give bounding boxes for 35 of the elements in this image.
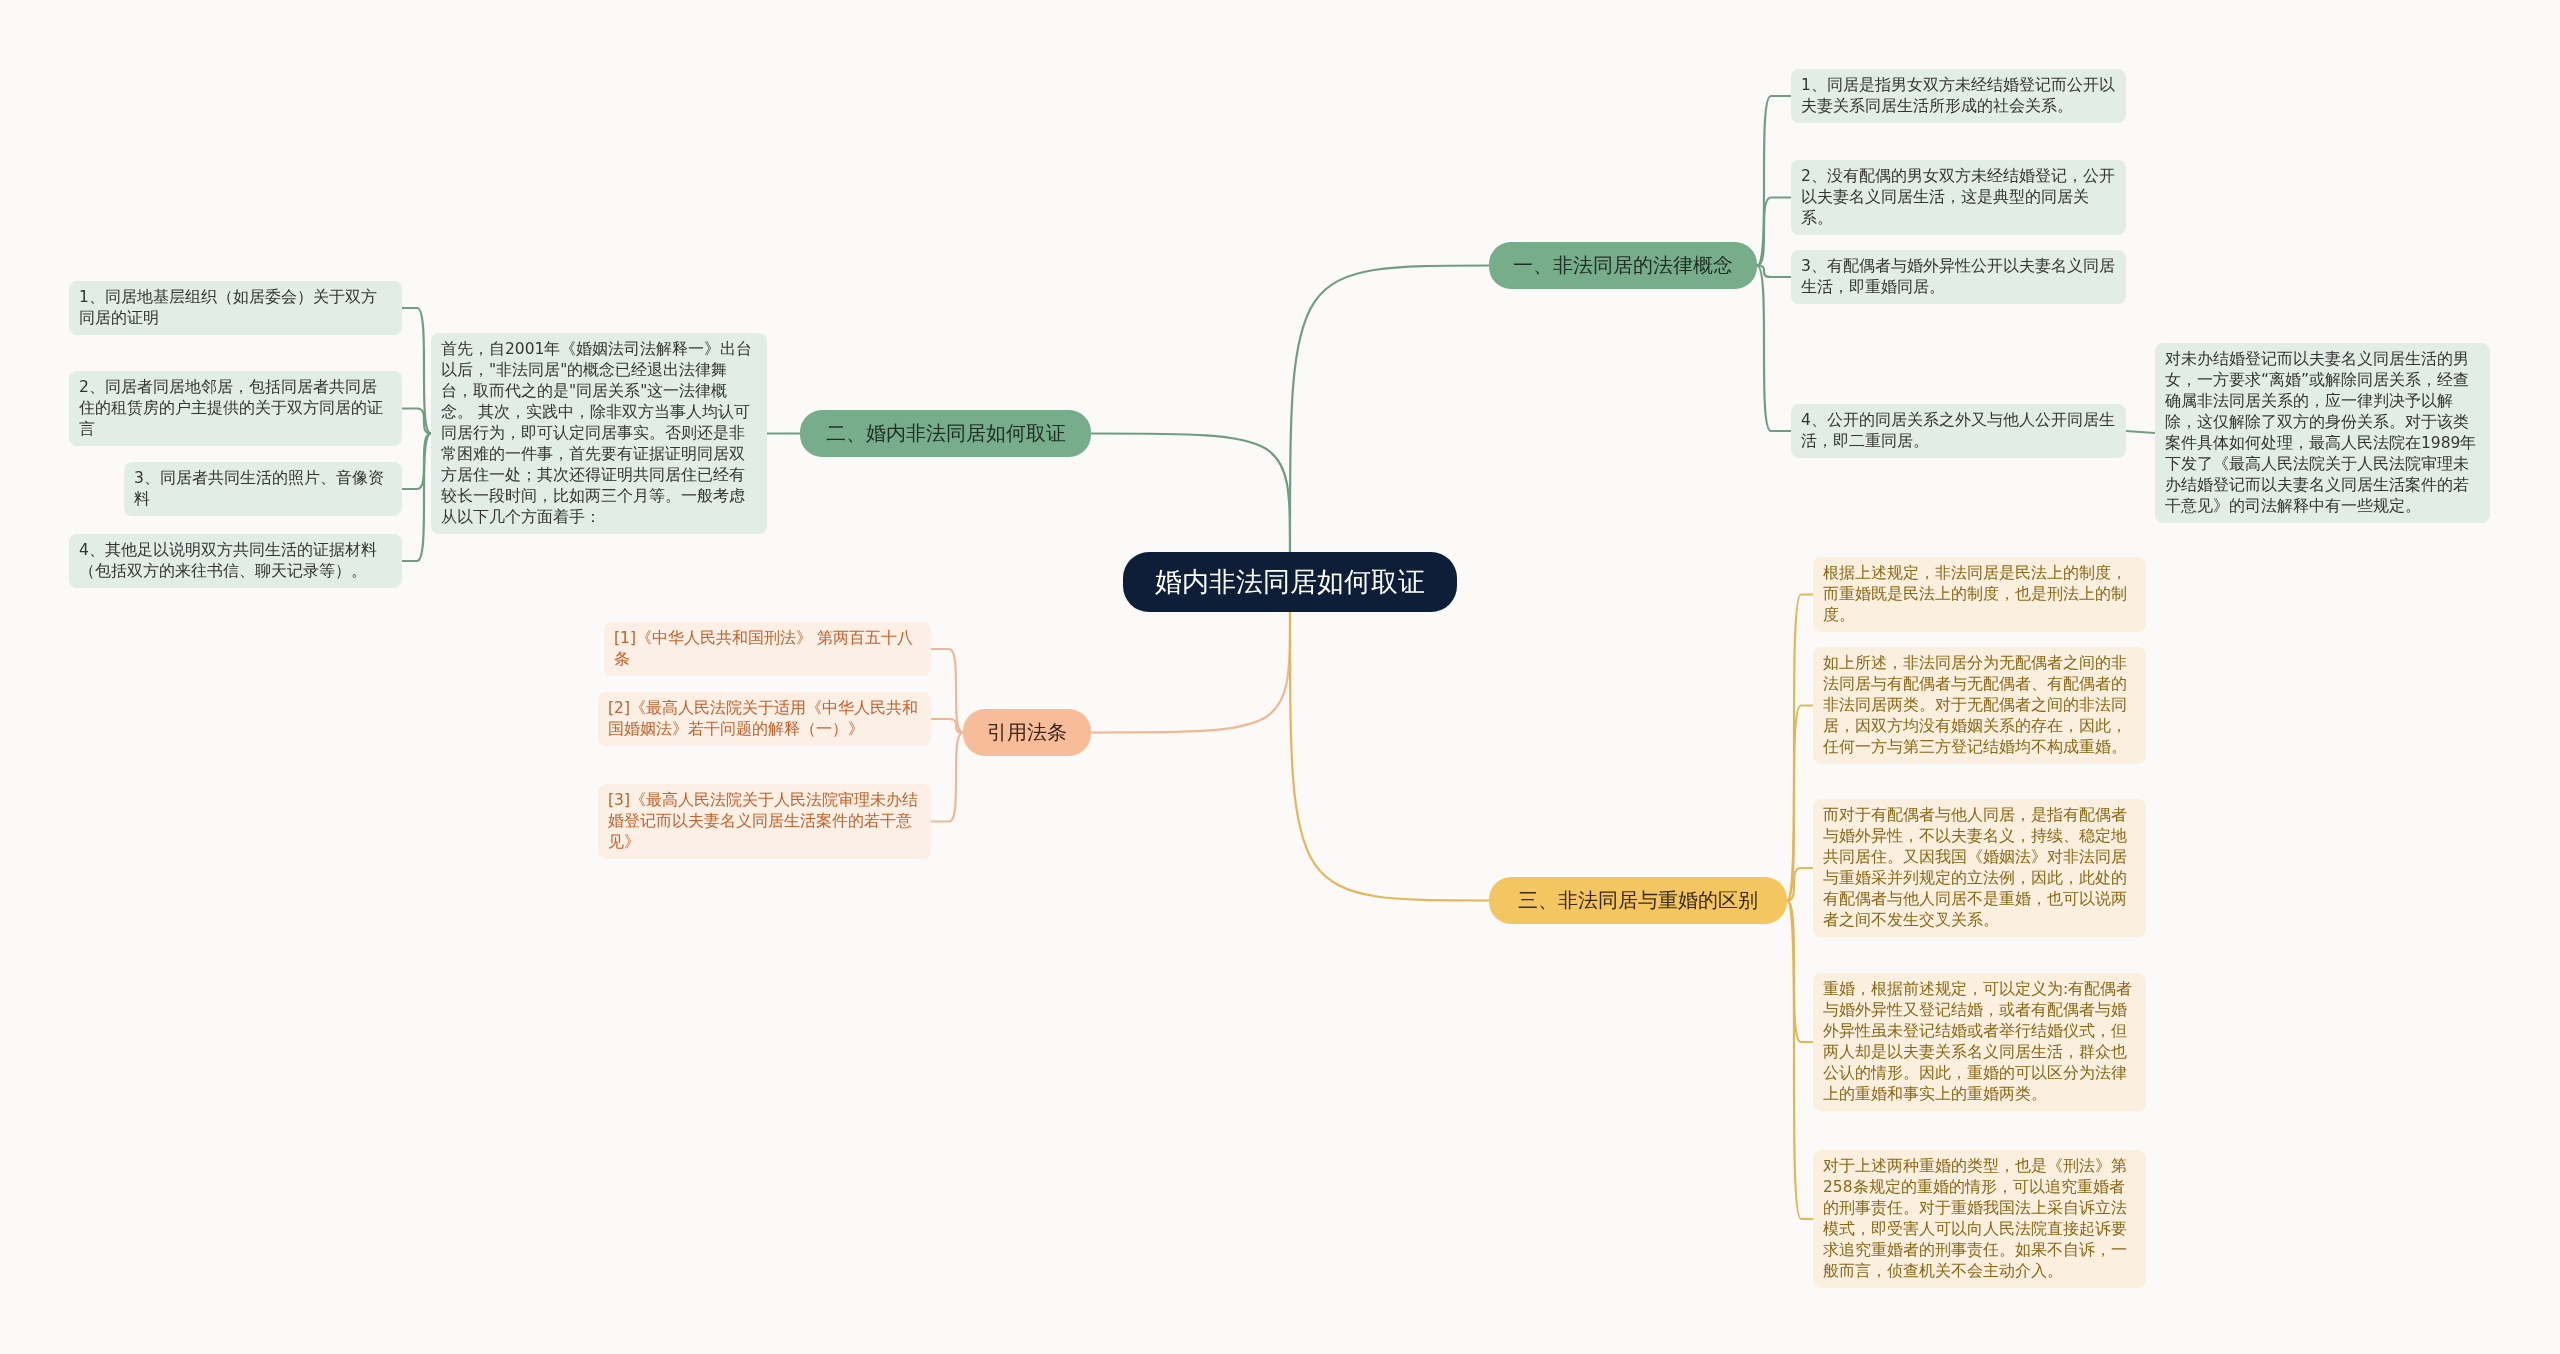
text-card: 对于上述两种重婚的类型，也是《刑法》第258条规定的重婚的情形，可以追究重婚者的刑事责任。对于重婚我国法上采自诉立法模式，即受害人可以向人民法院直接起诉要求追究重婚者的刑事责任。如果不自诉，一般而言，侦查机关不会主动介入。 (1813, 1150, 2146, 1288)
text-card: [1]《中华人民共和国刑法》 第两百五十八条 (604, 622, 931, 676)
text-card: 根据上述规定，非法同居是民法上的制度，而重婚既是民法上的制度，也是刑法上的制度。 (1813, 557, 2146, 632)
text-card: 重婚，根据前述规定，可以定义为:有配偶者与婚外异性又登记结婚，或者有配偶者与婚外异性虽未登记结婚或者举行结婚仪式，但两人却是以夫妻关系名义同居生活，群众也公认的情形。因此，重婚的可以区分为法律上的重婚和事实上的重婚两类。 (1813, 973, 2146, 1111)
connector-line (1091, 432, 1292, 552)
text-card: 对未办结婚登记而以夫妻名义同居生活的男女，一方要求“离婚”或解除同居关系，经查确属非法同居关系的，应一律判决予以解除，这仅解除了双方的身份关系。对于该类案件具体如何处理，最高人民法院在1989年下发了《最高人民法院关于人民法院审理未办结婚登记而以夫妻名义同居生活案件的若干意见》的司法解释中有一些规定。 (2155, 343, 2490, 523)
connector-line (1288, 612, 1489, 902)
branch-topic: 二、婚内非法同居如何取证 (800, 410, 1091, 457)
connector-line (931, 717, 964, 734)
connector-line (1786, 899, 1813, 1044)
branch-topic: 三、非法同居与重婚的区别 (1489, 877, 1787, 924)
connector-line (1786, 866, 1813, 902)
text-card: 1、同居地基层组织（如居委会）关于双方同居的证明 (69, 281, 402, 335)
text-card: [3]《最高人民法院关于人民法院审理未办结婚登记而以夫妻名义同居生活案件的若干意见》 (598, 784, 931, 859)
text-card: 3、有配偶者与婚外异性公开以夫妻名义同居生活，即重婚同居。 (1791, 250, 2126, 304)
text-card: 2、同居者同居地邻居，包括同居者共同居住的租赁房的户主提供的关于双方同居的证言 (69, 371, 402, 446)
connector-line (1786, 704, 1813, 902)
connector-line (767, 432, 800, 435)
branch-topic: 引用法条 (963, 709, 1091, 756)
connector-line (2125, 429, 2156, 435)
connector-line (402, 432, 432, 563)
connector-line (1756, 196, 1791, 267)
text-card: 3、同居者共同生活的照片、音像资料 (124, 462, 402, 516)
branch-topic: 一、非法同居的法律概念 (1489, 242, 1757, 289)
text-card: 而对于有配偶者与他人同居，是指有配偶者与婚外异性，不以夫妻名义，持续、稳定地共同居住。又因我国《婚姻法》对非法同居与重婚采并列规定的立法例，因此，此处的有配偶者与他人同居不是重婚，也可以说两者之间不发生交叉关系。 (1813, 799, 2146, 937)
text-card: 4、其他足以说明双方共同生活的证据材料（包括双方的来往书信、聊天记录等）。 (69, 534, 402, 588)
text-card: 如上所述，非法同居分为无配偶者之间的非法同居与有配偶者与无配偶者、有配偶者的非法同居两类。对于无配偶者之间的非法同居，因双方均没有婚姻关系的存在，因此，任何一方与第三方登记结婚均不构成重婚。 (1813, 647, 2146, 764)
text-card: 2、没有配偶的男女双方未经结婚登记，公开以夫妻名义同居生活，这是典型的同居关系。 (1791, 160, 2126, 235)
connector-line (1756, 94, 1791, 267)
text-card: 4、公开的同居关系之外又与他人公开同居生活，即二重同居。 (1791, 404, 2126, 458)
central-topic: 婚内非法同居如何取证 (1123, 552, 1457, 612)
text-card: 1、同居是指男女双方未经结婚登记而公开以夫妻关系同居生活所形成的社会关系。 (1791, 69, 2126, 123)
connector-line (1756, 264, 1791, 279)
text-card: 首先，自2001年《婚姻法司法解释一》出台以后，"非法同居"的概念已经退出法律舞台，取而代之的是"同居关系"这一法律概念。 其次，实践中，除非双方当事人均认可同居行为，即可认定同居事实。否则还是非常困难的一件事，首先要有证据证明同居双方居住一处；其次还得证明共同居住已经有较长一段时间，比如两三个月等。一般考虑从以下几个方面着手： (431, 333, 767, 534)
text-card: [2]《最高人民法院关于适用《中华人民共和国婚姻法》若干问题的解释（一）》 (598, 692, 931, 746)
